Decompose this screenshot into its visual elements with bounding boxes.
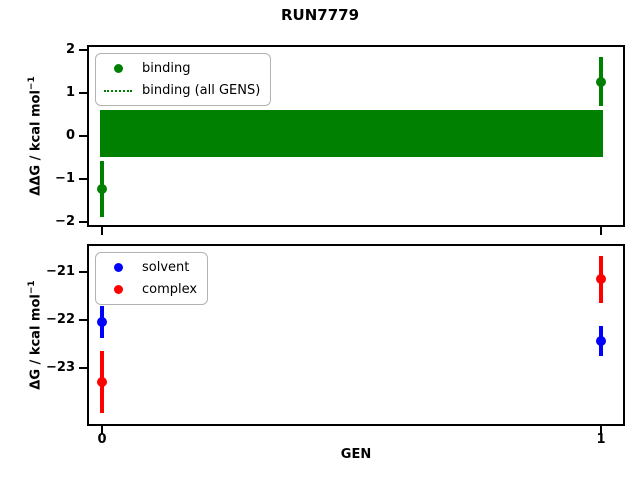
y-tick-label: 2	[65, 42, 75, 57]
legend-label: solvent	[142, 260, 190, 275]
y-tick-label: −1	[55, 171, 75, 186]
legend-row: solvent	[103, 258, 197, 277]
y-tick-mark	[79, 221, 87, 223]
legend-label: binding	[142, 61, 191, 76]
y-tick-mark	[79, 271, 87, 273]
legend-dot-marker-complex	[114, 285, 123, 294]
x-tick-label: 1	[596, 432, 606, 447]
y-tick-mark	[79, 92, 87, 94]
x-tick-mark	[600, 426, 602, 434]
bottom-y-axis-label-superscript: −1	[27, 280, 37, 295]
legend-dot-marker-binding	[114, 64, 123, 73]
x-tick-label: 0	[97, 432, 107, 447]
solvent-data-point	[97, 316, 107, 327]
complex-data-point	[97, 376, 107, 387]
y-tick-mark	[79, 367, 87, 369]
binding-data-point	[596, 76, 606, 87]
x-tick-mark	[600, 227, 602, 235]
y-tick-label: −22	[46, 312, 75, 327]
y-tick-mark	[79, 319, 87, 321]
bottom-legend: solvent complex	[95, 252, 209, 305]
bottom-axes: solvent complex −21 −22 −23 0 1	[46, 244, 625, 447]
y-tick-mark	[79, 49, 87, 51]
legend-dot-marker-solvent	[114, 263, 123, 272]
x-tick-mark	[101, 426, 103, 434]
x-tick-mark	[101, 227, 103, 235]
x-axis-label: GEN	[340, 447, 372, 462]
complex-data-point	[596, 274, 606, 285]
y-tick-label: −21	[46, 264, 75, 279]
binding-data-point	[97, 183, 107, 194]
top-axes: binding binding (all GENS) 2 1 0 −1 −2	[55, 42, 625, 235]
legend-row: binding (all GENS)	[103, 81, 260, 100]
y-tick-label: 0	[65, 128, 75, 143]
y-tick-label: −2	[55, 214, 75, 229]
all-gens-band	[100, 110, 603, 158]
figure-title: RUN7779	[280, 6, 360, 24]
legend-row: binding	[103, 59, 260, 78]
legend-row: complex	[103, 280, 197, 299]
legend-label: binding (all GENS)	[142, 83, 261, 98]
solvent-data-point	[596, 336, 606, 347]
top-legend: binding binding (all GENS)	[95, 53, 272, 106]
y-tick-label: 1	[65, 85, 75, 100]
legend-dotted-line-marker	[104, 89, 132, 92]
bottom-y-axis-label: ΔG / kcal mol−1	[27, 225, 45, 445]
top-y-axis-label-superscript: −1	[27, 76, 37, 91]
y-tick-label: −23	[46, 360, 75, 375]
legend-label: complex	[142, 282, 198, 297]
y-tick-mark	[79, 135, 87, 137]
y-tick-mark	[79, 178, 87, 180]
